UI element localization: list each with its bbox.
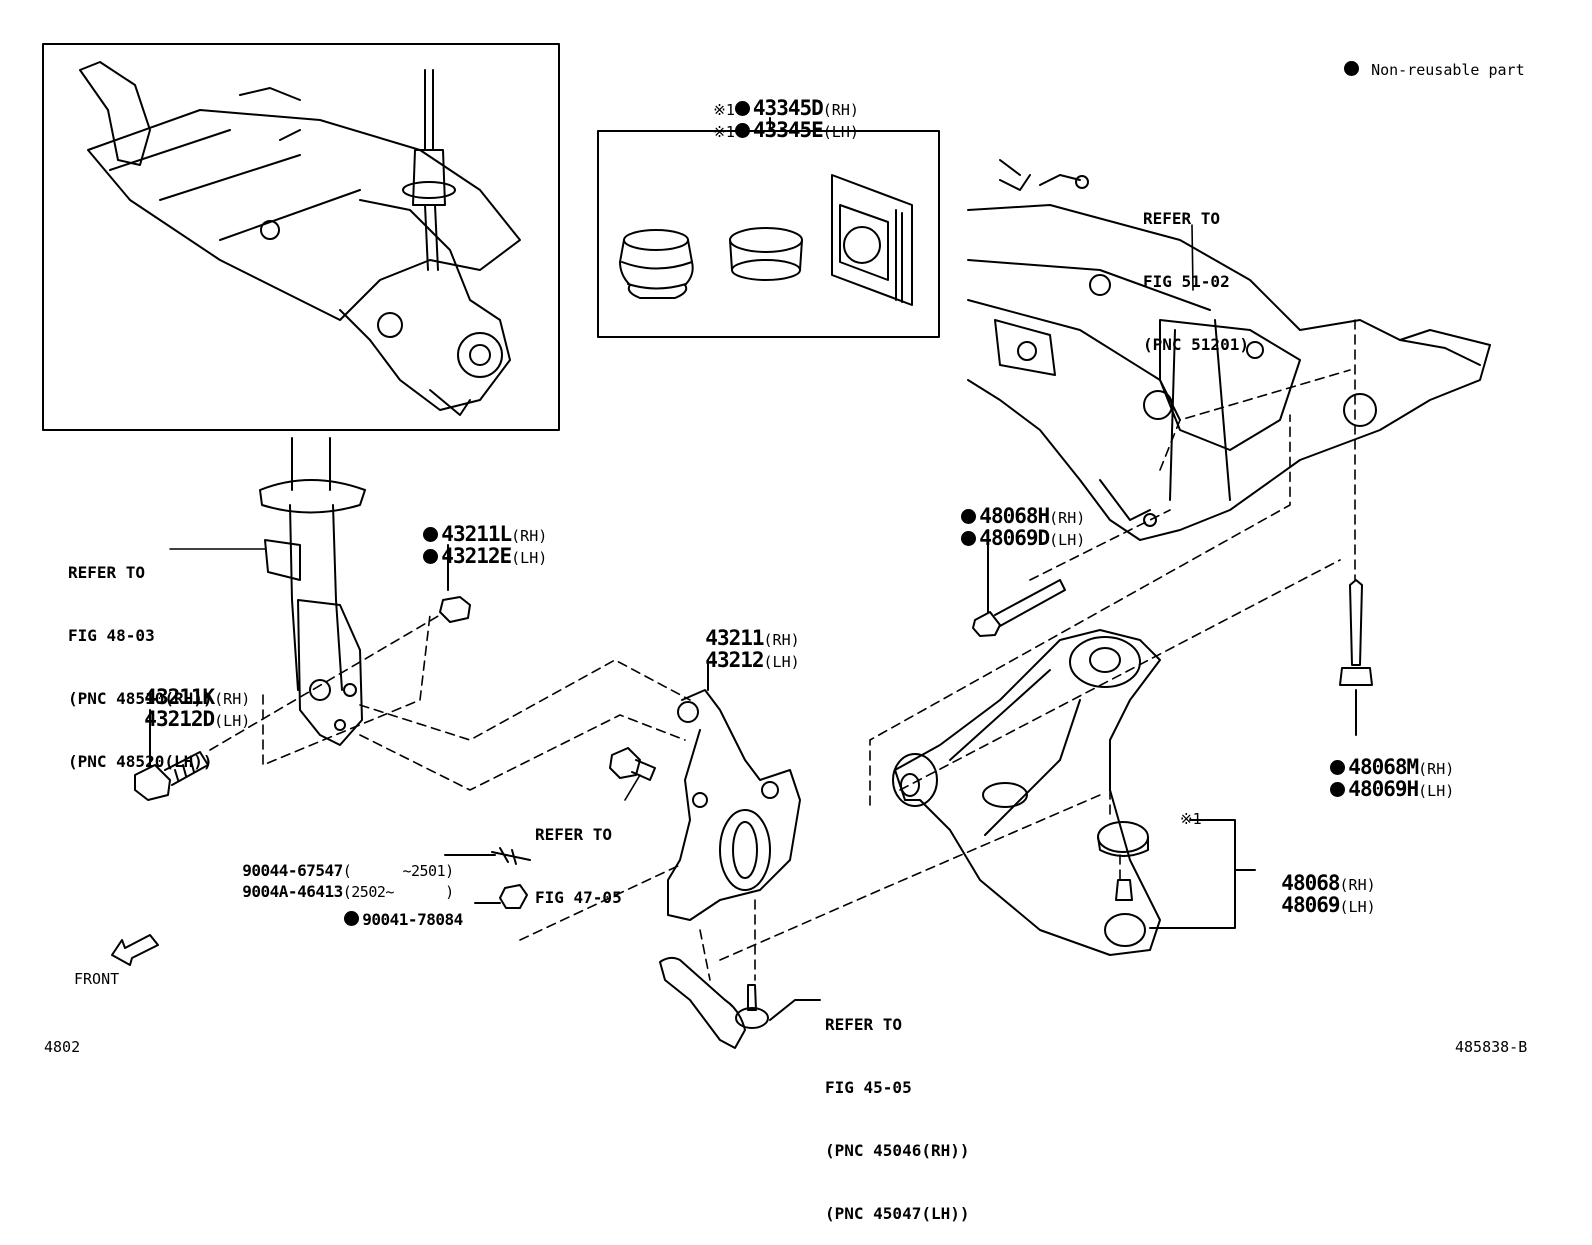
label-knuckle-lh: 43212(LH) xyxy=(705,648,800,672)
non-reusable-dot-icon xyxy=(423,527,439,542)
non-reusable-dot-icon xyxy=(734,101,750,116)
strut-drawing xyxy=(259,437,366,746)
assembly-dashed-lines xyxy=(209,319,1356,981)
assembly-overview-inset xyxy=(42,43,560,431)
legend: Non-reusable part xyxy=(1326,46,1525,78)
label-cotter-pin-b: 9004A-46413(2502~ ) xyxy=(242,882,454,901)
non-reusable-dot-icon xyxy=(1330,782,1346,797)
knuckle-drawing xyxy=(667,659,801,921)
label-arm-bolt-front-lh: 48069D(LH) xyxy=(938,507,1085,549)
boot-kit-box xyxy=(597,117,940,338)
leader-lines xyxy=(169,224,1194,801)
non-reusable-dot-icon xyxy=(344,911,360,926)
front-label: FRONT xyxy=(74,970,120,988)
lock-nut-drawing xyxy=(439,544,471,623)
arm-bolt-front-drawing xyxy=(972,529,1066,637)
front-arrow-icon xyxy=(111,934,159,966)
hub-reference: REFER TO FIG 47-05 xyxy=(535,825,622,907)
label-strut-bolt-lh: 43212D(LH) xyxy=(144,707,251,731)
label-lower-arm-mark: ※1 xyxy=(1180,810,1202,828)
label-lower-arm-lh: 48069(LH) xyxy=(1281,893,1376,917)
crossmember-reference: REFER TO FIG 51-02 (PNC 51201) xyxy=(1143,209,1249,354)
page-code: 4802 xyxy=(44,1038,81,1056)
non-reusable-dot-icon xyxy=(1330,760,1346,775)
tie-rod-end-drawing xyxy=(659,956,821,1049)
label-strut-bolt-rh: 43211K(RH) xyxy=(144,685,251,709)
label-cotter-pin-a: 90044-67547( ~2501) xyxy=(242,861,454,880)
non-reusable-dot-icon xyxy=(961,509,977,524)
parts-diagram xyxy=(42,43,1491,1049)
label-arm-bolt-rear-rh: 48068M(RH) xyxy=(1307,736,1454,778)
label-lower-arm-rh: 48068(RH) xyxy=(1281,871,1376,895)
label-nut: 90041-78084 xyxy=(326,895,463,928)
cotter-pin-drawing xyxy=(444,847,531,909)
figure-code: 485838-B xyxy=(1455,1038,1528,1056)
tie-rod-reference: REFER TO FIG 45-05 (PNC 45046(RH)) (PNC … xyxy=(825,1015,970,1223)
non-reusable-dot-icon xyxy=(734,123,750,138)
label-knuckle-rh: 43211(RH) xyxy=(705,626,800,650)
lower-arm-drawing xyxy=(892,629,1256,956)
arm-bolt-rear-drawing xyxy=(1339,579,1373,736)
non-reusable-dot-icon xyxy=(961,531,977,546)
non-reusable-dot-icon xyxy=(423,549,439,564)
legend-text: Non-reusable part xyxy=(1371,61,1525,79)
hub-bolt-drawing xyxy=(609,747,656,781)
non-reusable-dot-icon xyxy=(1344,61,1360,76)
label-lock-nut-rh: 43211L(RH) xyxy=(400,503,547,545)
label-arm-bolt-rear-lh: 48069H(LH) xyxy=(1307,758,1454,800)
strut-bolt-drawing xyxy=(134,709,209,801)
label-arm-bolt-front-rh: 48068H(RH) xyxy=(938,485,1085,527)
crossmember-drawing xyxy=(967,159,1491,541)
label-lock-nut-lh: 43212E(LH) xyxy=(400,525,547,567)
strut-reference: REFER TO FIG 48-03 (PNC 48510(RH)) (PNC … xyxy=(68,563,213,771)
